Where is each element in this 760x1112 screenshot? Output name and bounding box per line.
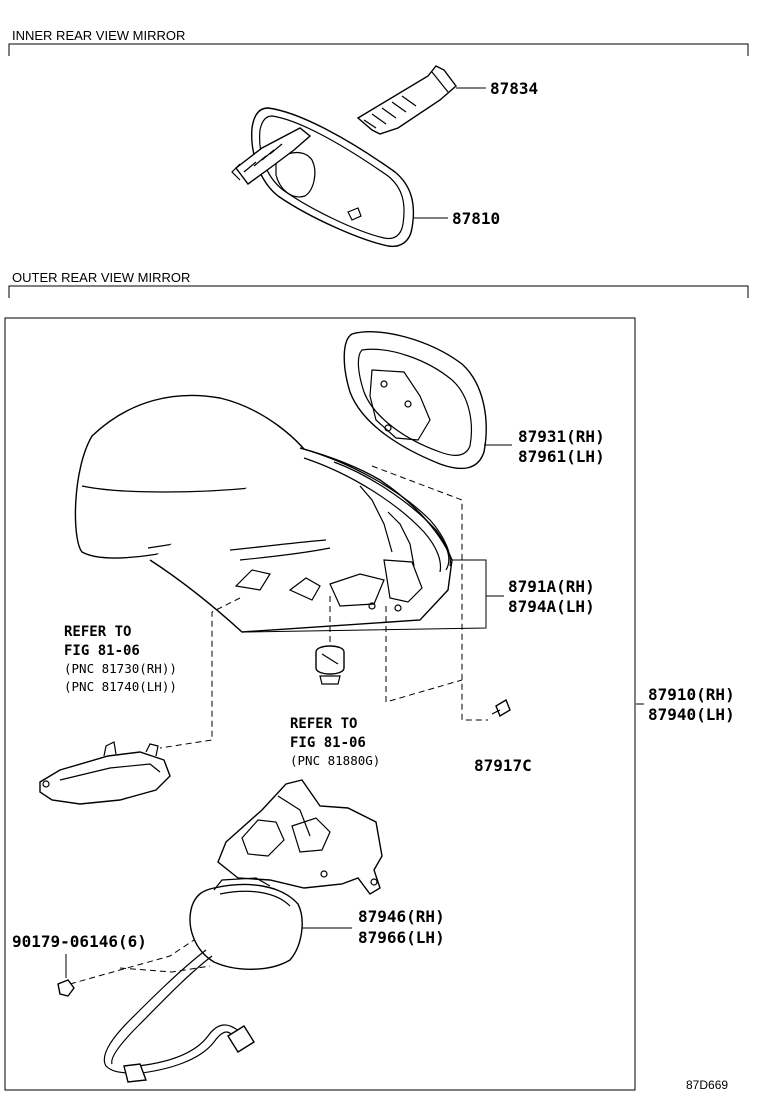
part-number-87810: 87810 — [452, 209, 500, 228]
assembly-frame — [4, 317, 636, 1091]
screw-icon-87917c — [491, 698, 511, 718]
part-number-87834: 87834 — [490, 79, 538, 98]
refer-note-1-line-1: REFER TO — [64, 624, 131, 640]
visor-part-8791a — [333, 461, 450, 571]
inner-section-title: INNER REAR VIEW MIRROR — [12, 28, 185, 43]
part-number-87917c: 87917C — [474, 756, 532, 775]
part-number-87940: 87940(LH) — [648, 705, 735, 724]
part-number-87931: 87931(RH) — [518, 427, 605, 446]
mirror-housing — [149, 447, 453, 633]
bracket-part-87834 — [356, 65, 457, 135]
wire-harness — [103, 949, 255, 1083]
refer-note-1-line-3: (PNC 81730(RH)) — [64, 661, 177, 676]
part-number-87946: 87946(RH) — [358, 907, 445, 926]
base-cover-part-87946 — [189, 877, 303, 970]
bracket-8791a — [243, 559, 487, 633]
refer-note-2-line-2: FIG 81-06 — [290, 735, 366, 751]
part-number-87966: 87966(LH) — [358, 928, 445, 947]
dash-screw-2 — [119, 965, 211, 973]
turn-signal-lamp — [39, 741, 171, 805]
refer-note-2-line-1: REFER TO — [290, 716, 357, 732]
refer-note-2-line-3: (PNC 81880G) — [290, 753, 380, 768]
dash-housing-to-base — [385, 606, 463, 703]
mirror-glass-part-87931 — [343, 331, 487, 470]
screw-icon-90179 — [57, 979, 75, 997]
part-number-8791a: 8791A(RH) — [508, 577, 595, 596]
part-number-8794a: 8794A(LH) — [508, 597, 595, 616]
refer-note-1-line-2: FIG 81-06 — [64, 643, 140, 659]
inner-mirror-part-87810 — [231, 107, 415, 248]
part-number-87910: 87910(RH) — [648, 685, 735, 704]
part-number-87961: 87961(LH) — [518, 447, 605, 466]
outer-section-bracket — [8, 285, 749, 298]
inner-section-bracket — [8, 43, 749, 56]
dash-turn-lamp — [159, 597, 241, 749]
outer-section-title: OUTER REAR VIEW MIRROR — [12, 270, 190, 285]
refer-note-1-line-4: (PNC 81740(LH)) — [64, 679, 177, 694]
bulb-icon — [315, 645, 345, 685]
mirror-base-bracket — [217, 779, 383, 895]
part-number-90179: 90179-06146(6) — [12, 932, 147, 951]
diagram-code: 87D669 — [686, 1078, 728, 1092]
